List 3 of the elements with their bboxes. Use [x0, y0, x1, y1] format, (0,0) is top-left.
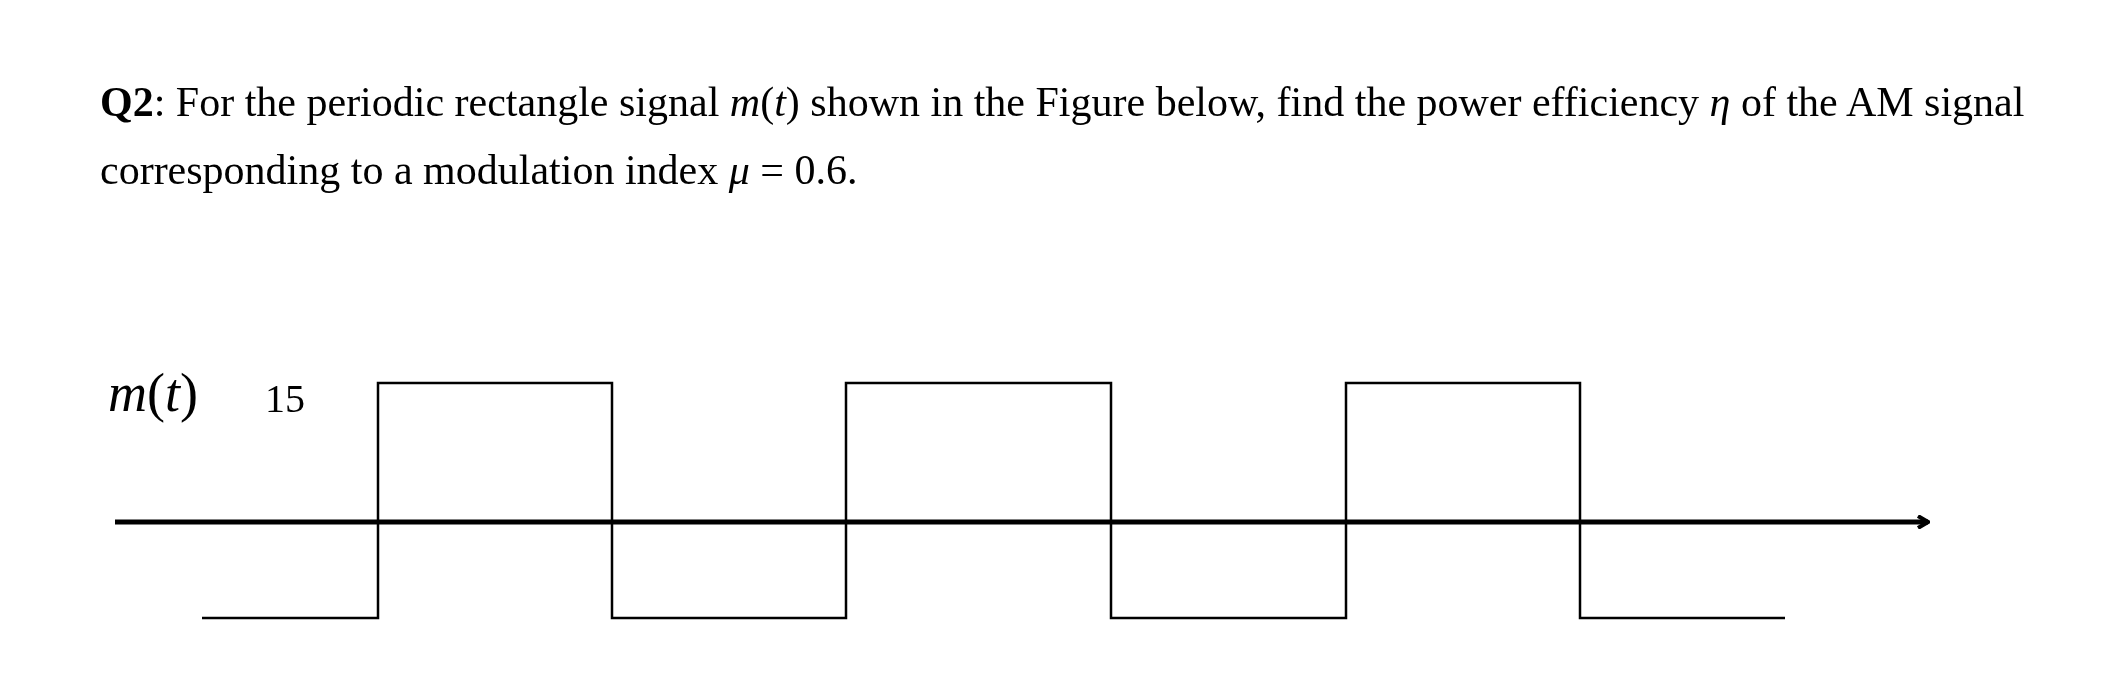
amplitude-value: 15: [265, 375, 305, 422]
question-text: Q2: For the periodic rectangle signal m(t) shown in the Figure below, find the power efficiency η of the AM signal corresponding to a modulation index μ = 0.6.: [100, 78, 2026, 195]
signal-name: m(t): [108, 362, 198, 424]
